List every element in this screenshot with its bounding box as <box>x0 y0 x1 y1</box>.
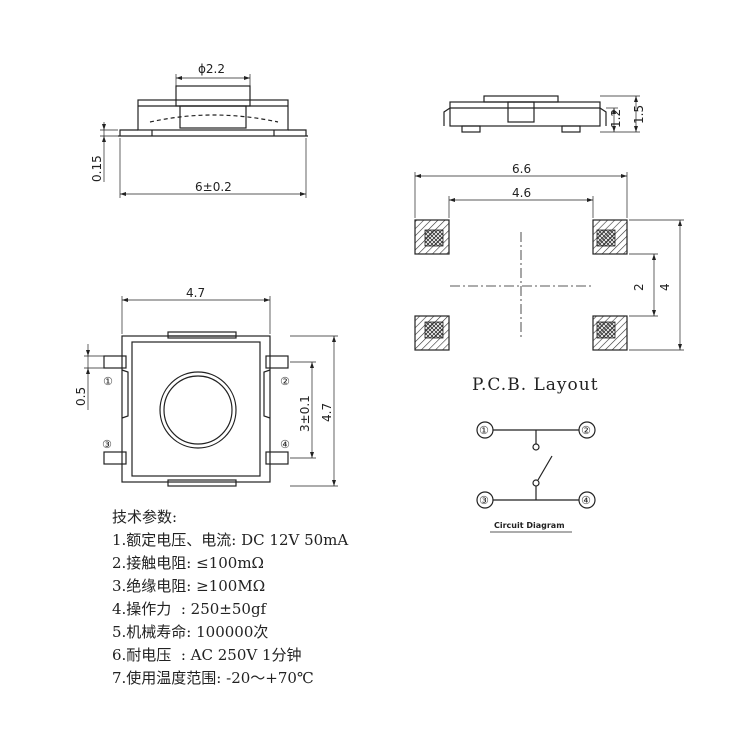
bottom-pin-3: ③ <box>102 438 112 451</box>
bottom-pin-1: ① <box>103 375 113 388</box>
pcb-outer-height: 4 <box>658 283 672 291</box>
bottom-pin-2: ② <box>280 375 290 388</box>
spec-line: 4.操作力 : 250±50gf <box>112 600 267 618</box>
diameter-label: ϕ2.2 <box>198 62 225 76</box>
spec-line: 1.额定电压、电流: DC 12V 50mA <box>112 531 349 549</box>
specs-block: 技术参数: 1.额定电压、电流: DC 12V 50mA 2.接触电阻: ≤10… <box>112 506 492 690</box>
circuit-caption: Circuit Diagram <box>494 521 565 530</box>
circuit-diagram <box>476 421 596 533</box>
spec-line: 3.绝缘电阻: ≥100MΩ <box>112 577 266 595</box>
side-dim-2: 1.5 <box>632 105 646 124</box>
pcb-inner-width: 4.6 <box>512 186 531 200</box>
side-dim-1: 1.2 <box>609 109 623 128</box>
circuit-pin-2: ② <box>581 424 591 437</box>
pcb-title: P.C.B. Layout <box>472 375 599 395</box>
bottom-width-label: 4.7 <box>186 286 205 300</box>
spec-line: 5.机械寿命: 100000次 <box>112 623 269 641</box>
bottom-height-label: 4.7 <box>320 403 334 422</box>
top-height-label: 0.15 <box>90 155 104 182</box>
pin-pitch-label: 3±0.1 <box>298 395 312 432</box>
pin-offset-label: 0.5 <box>74 387 88 406</box>
circuit-pin-1: ① <box>479 424 489 437</box>
spec-line: 6.耐电压 : AC 250V 1分钟 <box>112 646 302 664</box>
bottom-pin-4: ④ <box>280 438 290 451</box>
spec-line: 7.使用温度范围: -20～+70℃ <box>112 669 314 687</box>
circuit-pin-4: ④ <box>581 494 591 507</box>
bottom-view <box>84 296 338 487</box>
pcb-layout <box>414 172 684 351</box>
circuit-pin-3: ③ <box>479 494 489 507</box>
spec-line: 2.接触电阻: ≤100mΩ <box>112 554 264 572</box>
pcb-outer-width: 6.6 <box>512 162 531 176</box>
top-width-label: 6±0.2 <box>195 180 232 194</box>
top-view <box>100 74 308 198</box>
specs-title: 技术参数: <box>112 508 178 526</box>
side-view <box>443 95 640 133</box>
pcb-inner-height: 2 <box>632 283 646 291</box>
